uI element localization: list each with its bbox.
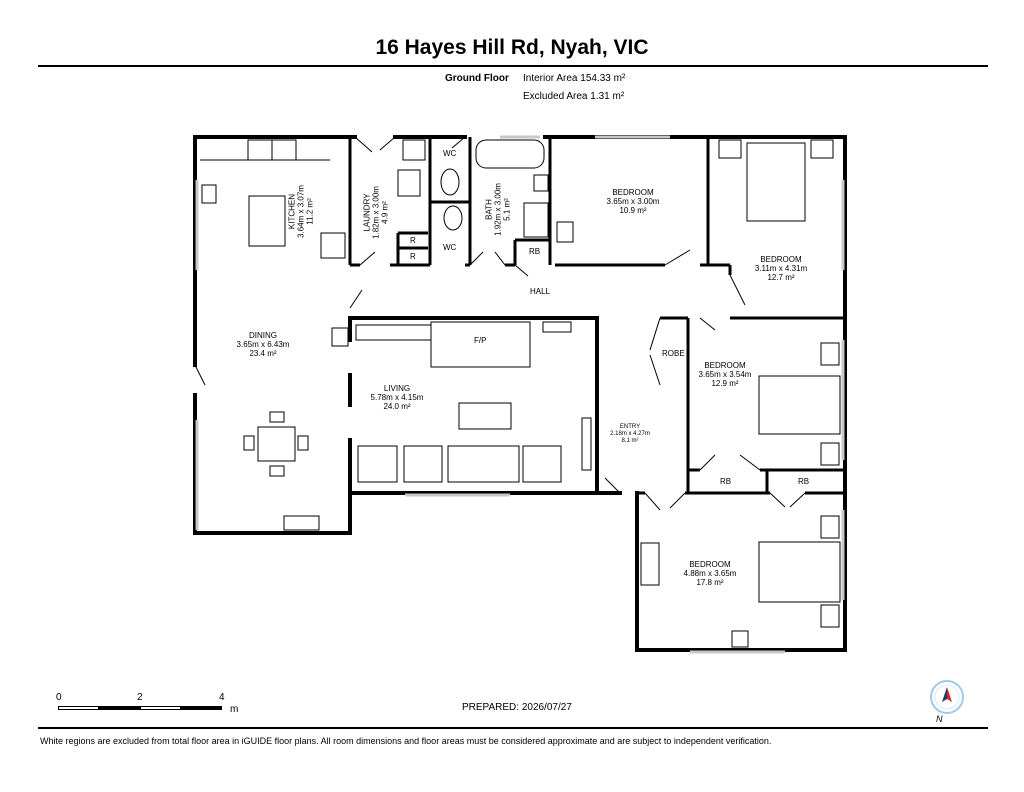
scale-label: 4 bbox=[219, 692, 225, 703]
dining-table bbox=[257, 426, 296, 462]
bed bbox=[758, 541, 841, 603]
bed bbox=[746, 142, 806, 222]
toilet bbox=[440, 168, 460, 196]
floor-label: Ground Floor bbox=[445, 73, 509, 84]
page-title: 16 Hayes Hill Rd, Nyah, VIC bbox=[375, 36, 649, 59]
windows bbox=[195, 135, 845, 654]
disclaimer-text: White regions are excluded from total fl… bbox=[40, 736, 772, 746]
fixtures bbox=[201, 139, 841, 648]
excluded-area: Excluded Area 1.31 m² bbox=[523, 91, 625, 102]
scale-unit: m bbox=[230, 704, 239, 715]
footer-divider bbox=[38, 727, 988, 729]
fireplace bbox=[355, 324, 432, 341]
label-robe: ROBE bbox=[662, 349, 685, 358]
label-rb: RB bbox=[529, 247, 541, 256]
label-rb: RB bbox=[798, 477, 810, 486]
label-r: R bbox=[410, 252, 416, 261]
interior-area: Interior Area 154.33 m² bbox=[523, 73, 626, 84]
scale-label: 0 bbox=[56, 692, 62, 703]
scale-label: 2 bbox=[137, 692, 143, 703]
bed bbox=[758, 375, 841, 435]
label-wc: WC bbox=[443, 243, 457, 252]
compass-north-label: N bbox=[936, 714, 943, 724]
scale-bar bbox=[58, 706, 222, 712]
label-fireplace: F/P bbox=[474, 336, 487, 345]
kitchen-island bbox=[248, 195, 286, 247]
stove bbox=[247, 139, 273, 161]
door-swings bbox=[194, 136, 806, 511]
compass-icon: N bbox=[927, 678, 967, 726]
interior-walls bbox=[200, 137, 845, 495]
title-divider bbox=[38, 65, 988, 67]
prepared-date: PREPARED: 2026/07/27 bbox=[462, 702, 572, 713]
label-r: R bbox=[410, 236, 416, 245]
sink bbox=[201, 184, 217, 204]
bathtub bbox=[475, 139, 545, 169]
coffee-table bbox=[458, 402, 512, 430]
label-hall: HALL bbox=[530, 287, 551, 296]
sofa bbox=[357, 445, 398, 483]
label-wc: WC bbox=[443, 149, 457, 158]
label-rb: RB bbox=[720, 477, 732, 486]
